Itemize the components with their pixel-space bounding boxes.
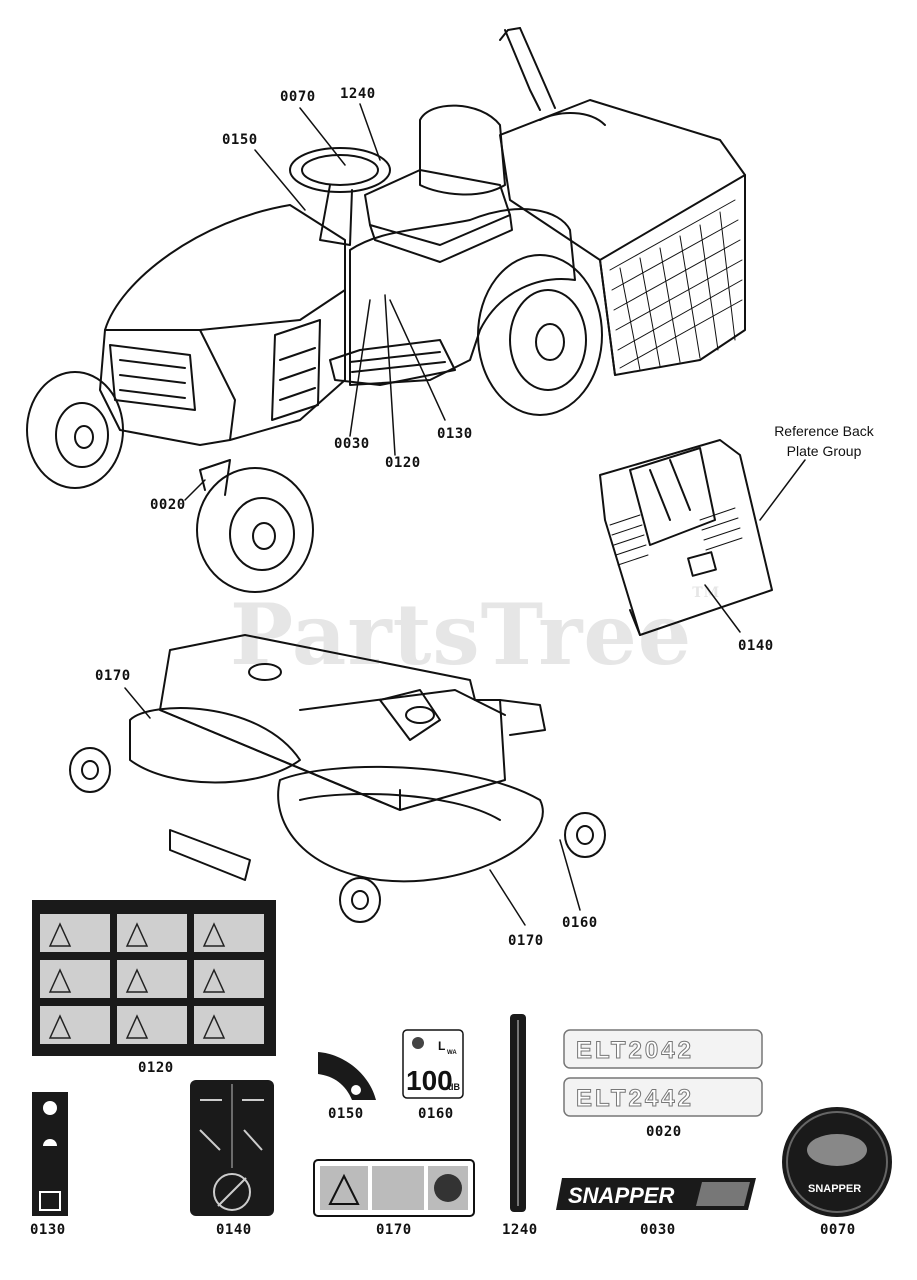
model-bottom-text: ELT2442	[576, 1085, 694, 1112]
decal-0130-fuel-gauge	[32, 1092, 68, 1216]
decal-0140-pedal	[190, 1080, 274, 1216]
tractor-illustration	[26, 27, 746, 593]
back-plate-illustration	[599, 439, 773, 636]
decal-label-0070: 0070	[820, 1222, 856, 1238]
sound-symbol-text: L	[438, 1039, 445, 1053]
reference-back-plate-note: Reference Back Plate Group	[774, 423, 874, 459]
decal-label-1240: 1240	[502, 1222, 538, 1238]
decal-0020-model-plates	[563, 1029, 763, 1117]
callout-0150: 0150	[222, 132, 258, 148]
sound-value-text: 100	[406, 1065, 453, 1096]
decal-label-0160: 0160	[418, 1106, 454, 1122]
model-top-text: ELT2042	[576, 1037, 694, 1064]
decal-0150-arc	[318, 1052, 376, 1100]
callout-0130: 0130	[437, 426, 473, 442]
decal-0160-sound-rating	[402, 1029, 464, 1099]
callout-0170-bottom: 0170	[508, 933, 544, 949]
snapper-bar-text: SNAPPER	[568, 1183, 674, 1208]
callout-0120: 0120	[385, 455, 421, 471]
decal-label-0130: 0130	[30, 1222, 66, 1238]
watermark: PartsTreeTM	[230, 585, 721, 684]
sound-sub-text: WA	[447, 1050, 457, 1056]
snapper-round-text: SNAPPER	[808, 1183, 861, 1195]
decal-0070-snapper-round	[782, 1107, 892, 1217]
callout-0160: 0160	[562, 915, 598, 931]
sound-unit-text: dB	[448, 1082, 460, 1092]
callout-0170-left: 0170	[95, 668, 131, 684]
callout-leaders	[124, 103, 806, 926]
callout-0030: 0030	[334, 436, 370, 452]
callout-0020: 0020	[150, 497, 186, 513]
decal-label-0150: 0150	[328, 1106, 364, 1122]
mower-deck-illustration	[69, 634, 606, 923]
callout-0070: 0070	[280, 89, 316, 105]
decal-0120-safety-grid	[32, 900, 276, 1056]
decal-1240-strip	[510, 1014, 526, 1212]
decal-label-0170: 0170	[376, 1222, 412, 1238]
decal-0170-warning-strip	[313, 1159, 475, 1217]
decal-label-0020: 0020	[646, 1124, 682, 1140]
decal-label-0030: 0030	[640, 1222, 676, 1238]
callout-1240: 1240	[340, 86, 376, 102]
decal-label-0120: 0120	[138, 1060, 174, 1076]
decal-label-0140: 0140	[216, 1222, 252, 1238]
decal-0030-snapper-bar	[556, 1178, 756, 1210]
callout-0140: 0140	[738, 638, 774, 654]
